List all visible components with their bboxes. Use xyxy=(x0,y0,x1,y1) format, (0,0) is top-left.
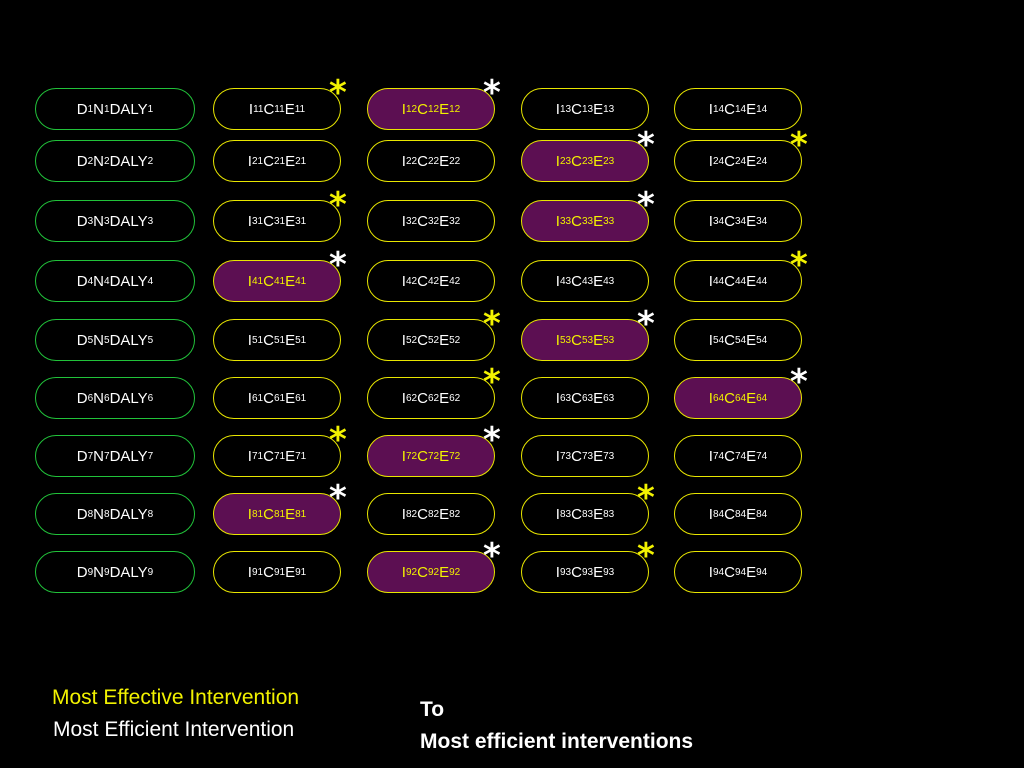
star-marker-53: * xyxy=(637,304,655,344)
legend-most-efficient: Most Efficient Intervention xyxy=(53,718,295,741)
star-marker-62: * xyxy=(483,362,501,402)
star-marker-44: * xyxy=(790,245,808,285)
star-marker-71: * xyxy=(329,420,347,460)
star-marker-72: * xyxy=(483,420,501,460)
star-marker-23: * xyxy=(637,125,655,165)
note-line-2: Most efficient interventions xyxy=(420,730,694,753)
note-text: To Most efficient interventions xyxy=(420,694,693,758)
star-marker-81: * xyxy=(329,478,347,518)
star-marker-93: * xyxy=(637,536,655,576)
star-marker-83: * xyxy=(637,478,655,518)
note-line-1: To xyxy=(420,698,445,721)
star-marker-24: * xyxy=(790,125,808,165)
star-marker-31: * xyxy=(329,185,347,225)
legend-most-effective: Most Effective Intervention xyxy=(52,686,300,709)
star-marker-33: * xyxy=(637,185,655,225)
star-marker-92: * xyxy=(483,536,501,576)
star-marker-64: * xyxy=(790,362,808,402)
star-marker-12: * xyxy=(483,73,501,113)
star-marker-11: * xyxy=(329,73,347,113)
star-marker-41: * xyxy=(329,245,347,285)
star-marker-52: * xyxy=(483,304,501,344)
